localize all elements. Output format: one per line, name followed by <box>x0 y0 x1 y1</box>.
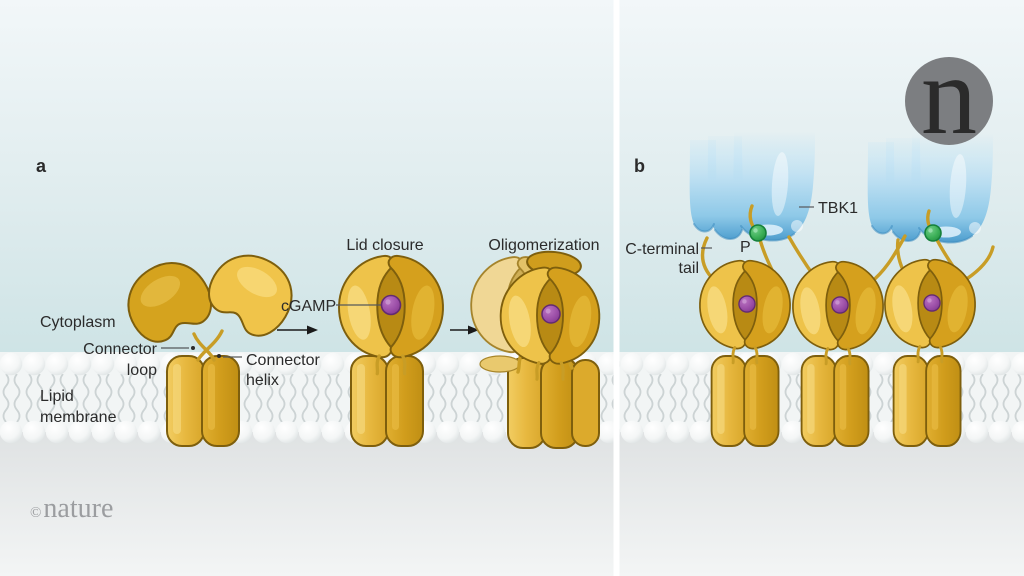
leader-dot <box>191 346 195 350</box>
oligomer-tm-helix <box>507 357 546 449</box>
oligomer-flange <box>479 355 521 373</box>
lipid-head <box>298 420 322 444</box>
connector-loop-label-line2: loop <box>127 362 157 379</box>
connector-helix-label-line2: helix <box>246 372 279 389</box>
leader-dot <box>217 354 221 358</box>
lipid-head <box>666 420 690 444</box>
c-terminal-tail-label-line2: tail <box>679 260 699 277</box>
lipid-head <box>459 420 483 444</box>
phosphate-label: P <box>740 239 751 256</box>
lipid-head <box>68 420 92 444</box>
lipid-head <box>91 352 115 376</box>
sting-transmembrane-open <box>166 355 240 447</box>
lipid-head <box>252 352 276 376</box>
lipid-head <box>45 352 69 376</box>
panel-a: a Cytoplasm Connector loop Connector hel… <box>36 156 601 449</box>
nature-logo-circle <box>905 57 993 145</box>
copyright-icon: © <box>30 505 41 521</box>
lipid-head <box>45 420 69 444</box>
lipid-head <box>781 352 805 376</box>
lipid-head <box>643 352 667 376</box>
sting-transmembrane <box>710 355 780 447</box>
nature-logo: n <box>905 34 993 158</box>
sting-lbd-open-left <box>112 247 223 355</box>
panel-b-letter: b <box>634 156 645 176</box>
lipid-head <box>321 352 345 376</box>
lipid-head <box>482 420 506 444</box>
lipid-head <box>137 420 161 444</box>
lipid-head <box>68 352 92 376</box>
cytoplasm-label: Cytoplasm <box>40 314 116 331</box>
lipid-head <box>0 420 23 444</box>
watermark-text: nature <box>43 493 113 524</box>
lipid-head <box>252 420 276 444</box>
lipid-head <box>22 352 46 376</box>
lipid-head <box>459 352 483 376</box>
tbk1-label: TBK1 <box>818 200 858 217</box>
arrow-right-icon <box>450 325 479 335</box>
connector-loop-strand <box>196 329 224 362</box>
lipid-head <box>114 352 138 376</box>
lipid-head <box>1011 352 1024 376</box>
lipid-head <box>666 352 690 376</box>
sting-transmembrane-closed <box>350 355 424 447</box>
lipid-head <box>22 420 46 444</box>
cgamp-molecule <box>738 295 756 313</box>
cgamp-molecule <box>831 296 849 314</box>
cgamp-molecule <box>541 304 561 324</box>
arrow-right-icon <box>277 325 318 335</box>
lipid-head <box>114 420 138 444</box>
lipid-head <box>689 352 713 376</box>
lipid-head <box>988 420 1012 444</box>
cgamp-label: cGAMP <box>281 298 336 315</box>
c-terminal-tail-label-line1: C-terminal <box>625 241 699 258</box>
lipid-head <box>1011 420 1024 444</box>
lipid-membrane-label-line2: membrane <box>40 409 117 426</box>
lipid-head <box>0 352 23 376</box>
cgamp-molecule <box>923 294 941 312</box>
sting-lbd-open-right <box>197 240 307 346</box>
connector-loop-strand <box>192 332 216 362</box>
lipid-head <box>620 420 644 444</box>
oligomer-tm-helix <box>571 359 600 447</box>
lipid-head <box>643 420 667 444</box>
lipid-head <box>689 420 713 444</box>
lipid-head <box>988 352 1012 376</box>
lipid-head <box>873 420 897 444</box>
lipid-head <box>965 352 989 376</box>
phosphate-ball <box>924 224 942 242</box>
lipid-head <box>781 420 805 444</box>
watermark: ©nature <box>30 493 113 524</box>
panel-divider <box>613 0 620 576</box>
lipid-head <box>275 352 299 376</box>
phosphate-ball <box>749 224 767 242</box>
lipid-head <box>275 420 299 444</box>
lipid-head <box>91 420 115 444</box>
lipid-head <box>620 352 644 376</box>
sting-transmembrane <box>892 355 962 447</box>
connector-loop-label-line1: Connector <box>83 341 157 358</box>
lid-closure-label: Lid closure <box>346 237 423 254</box>
lipid-head <box>873 352 897 376</box>
lipid-head <box>321 420 345 444</box>
lipid-head <box>298 352 322 376</box>
panel-a-letter: a <box>36 156 47 176</box>
nature-logo-letter: n <box>921 34 977 158</box>
sting-transmembrane <box>800 355 870 447</box>
panel-b: b C-terminal tail P TBK1 <box>625 131 995 447</box>
lipid-membrane-label-line1: Lipid <box>40 388 74 405</box>
oligomerization-label: Oligomerization <box>488 237 599 254</box>
cgamp-molecule <box>380 294 402 316</box>
extracellular-background <box>0 432 1024 576</box>
lipid-head <box>137 352 161 376</box>
lipid-head <box>965 420 989 444</box>
connector-helix-label-line1: Connector <box>246 352 320 369</box>
lipid-head <box>436 352 460 376</box>
lipid-head <box>436 420 460 444</box>
